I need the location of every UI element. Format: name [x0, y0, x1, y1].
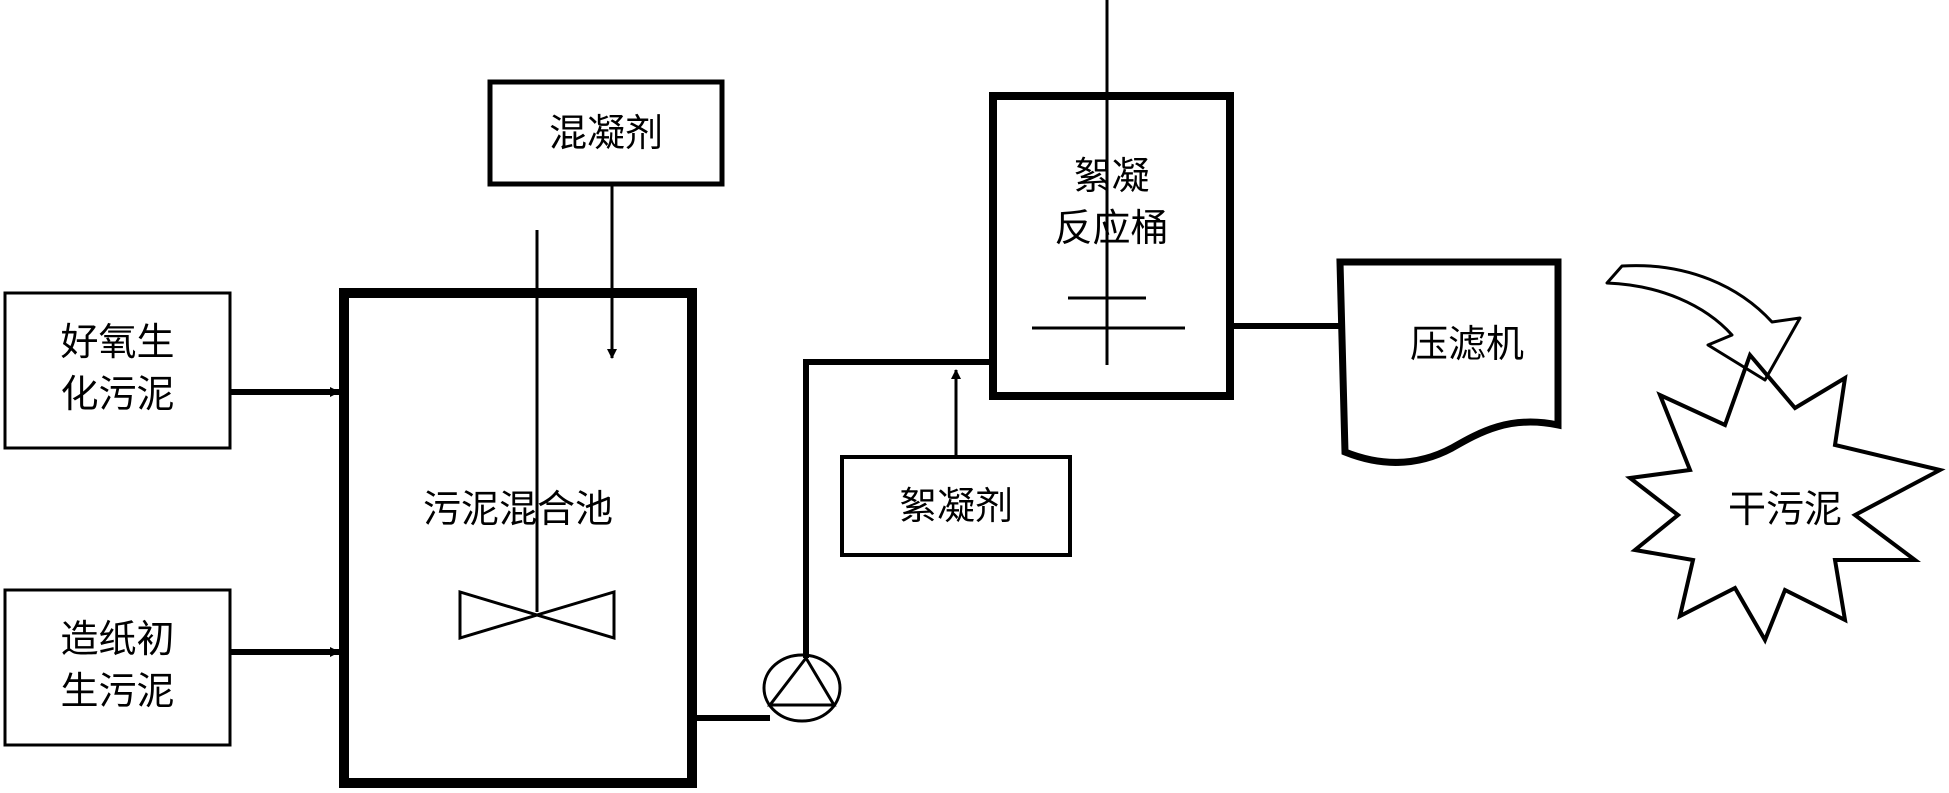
aerobic-sludge-line2: 化污泥 — [60, 372, 175, 416]
paper-sludge-label: 造纸初 生污泥 — [5, 613, 230, 717]
aerobic-sludge-label: 好氧生 化污泥 — [5, 316, 230, 420]
flocculation-bucket-line1: 絮凝 — [1073, 154, 1150, 198]
paper-sludge-box — [3, 588, 232, 747]
flocculation-bucket-box — [989, 92, 1234, 400]
coagulant-box — [487, 79, 725, 187]
pump-icon — [762, 653, 842, 723]
aerobic-sludge-box — [3, 291, 232, 450]
mixing-tank-label: 污泥混合池 — [422, 487, 613, 531]
discharge-arrow — [1605, 264, 1802, 382]
filter-press-label: 压滤机 — [1410, 322, 1525, 366]
mixer-impeller-icon — [458, 589, 616, 641]
dry-sludge-starburst — [1624, 351, 1946, 645]
paper-sludge-line2: 生污泥 — [60, 669, 175, 713]
flocculation-bucket-label: 絮凝 反应桶 — [993, 150, 1230, 254]
transfer-pipe — [803, 359, 993, 658]
flocculant-label: 絮凝剂 — [898, 484, 1013, 528]
paper-sludge-line1: 造纸初 — [60, 617, 175, 661]
mixing-tank-box — [339, 288, 697, 788]
filter-press-shape — [1336, 258, 1562, 467]
aerobic-sludge-line1: 好氧生 — [60, 320, 175, 364]
dry-sludge-label: 干污泥 — [1728, 487, 1843, 531]
pump-triangle — [766, 655, 837, 707]
coagulant-label: 混凝剂 — [548, 111, 663, 155]
flocculation-bucket-line2: 反应桶 — [1054, 206, 1169, 250]
